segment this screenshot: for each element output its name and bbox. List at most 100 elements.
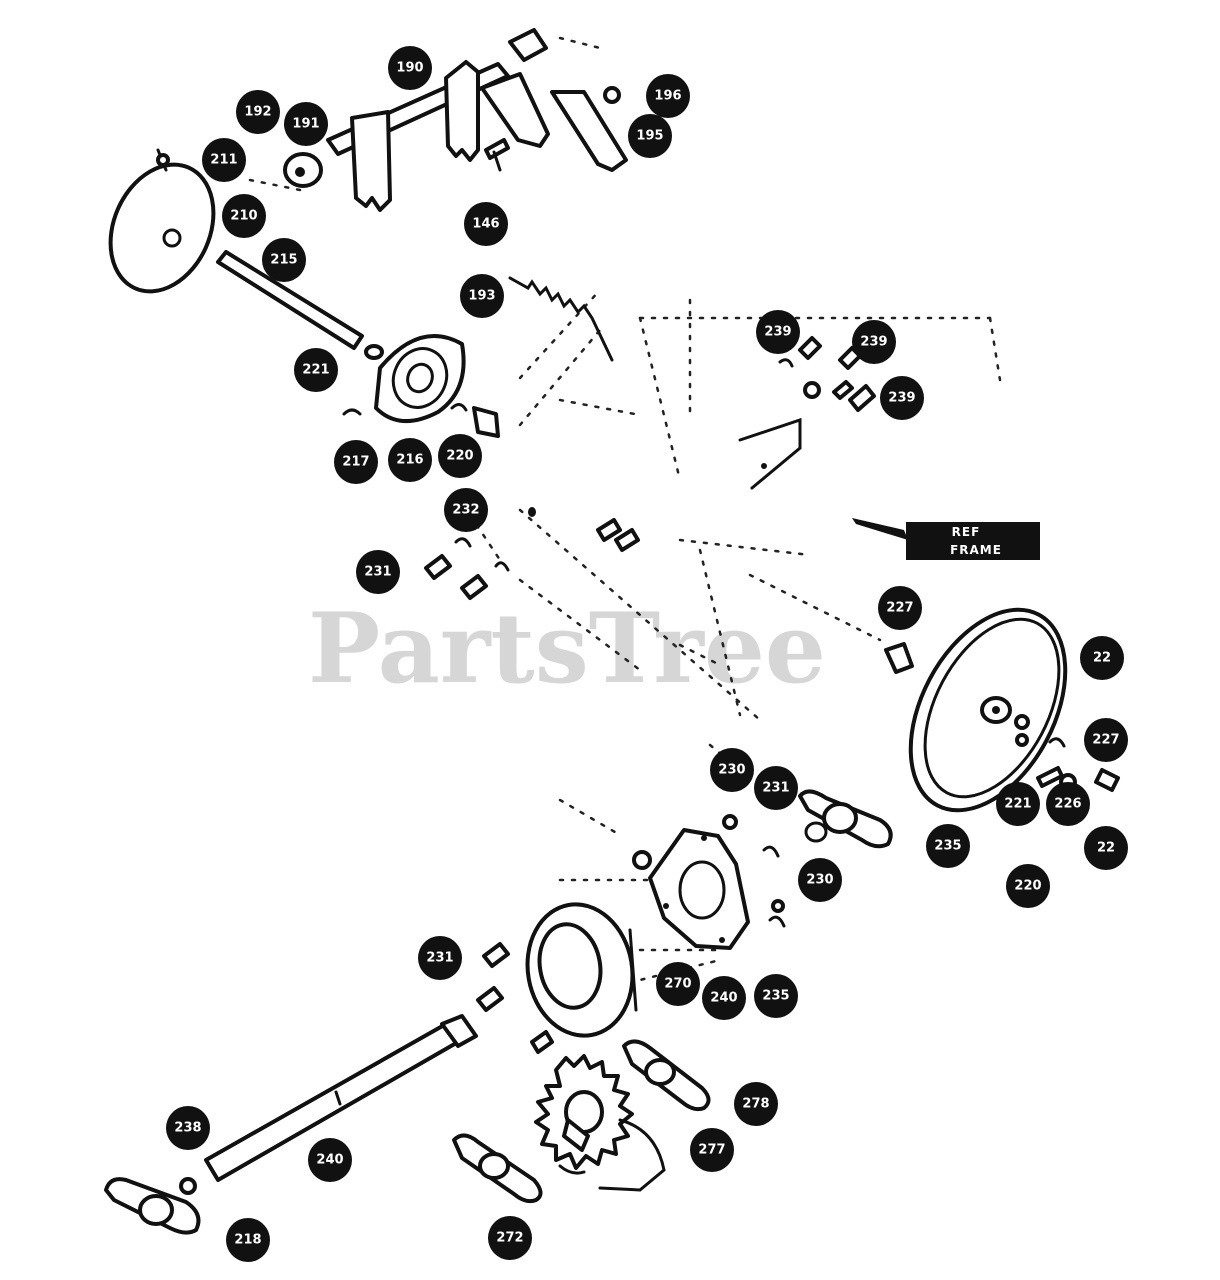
callout-c218: 218 [226,1218,270,1262]
callout-label: 277 [698,1143,725,1158]
callout-c211: 211 [202,138,246,182]
callout-label: 230 [806,873,833,888]
callout-label: 240 [710,991,737,1006]
callout-c190: 190 [388,46,432,90]
callout-circle [1084,826,1128,870]
callout-circle [418,936,462,980]
callout-circle [1084,718,1128,762]
callout-label: 270 [664,977,691,992]
bearing-flange-left [104,1177,201,1235]
ref-frame-pointer: REF FRAME [852,518,1040,560]
callout-circle [702,976,746,1020]
callout-label: 220 [1014,879,1041,894]
callout-c215: 215 [262,238,306,282]
callout-label: 220 [446,449,473,464]
callout-c240a: 240 [702,976,746,1020]
callout-circle [388,46,432,90]
callout-label: 227 [1092,733,1119,748]
axle-shaft [204,1014,478,1182]
callout-label: 221 [302,363,329,378]
callout-c231b: 231 [754,766,798,810]
callout-c277: 277 [690,1128,734,1172]
callout-label: 211 [210,153,237,168]
bushing-227 [884,642,914,674]
callout-layer: 190 192 191 211 210 196 195 146 215 193 221 217 216 2… [166,46,1128,1262]
callout-label: 196 [654,89,681,104]
callout-label: 231 [762,781,789,796]
callout-c278: 278 [734,1082,778,1126]
watermark-text: PartsTree [308,592,826,705]
callout-circle [202,138,246,182]
callout-label: 191 [292,117,319,132]
callout-circle [1080,636,1124,680]
callout-c227b: 227 [1084,718,1128,762]
bolt-set-upper-right [778,336,876,412]
callout-label: 193 [468,289,495,304]
callout-c235b: 235 [754,974,798,1018]
callout-circle [710,748,754,792]
callout-circle [356,550,400,594]
callout-c191: 191 [284,102,328,146]
callout-circle [852,320,896,364]
callout-circle [222,194,266,238]
callout-label: 235 [934,839,961,854]
callout-label: 217 [342,455,369,470]
callout-c22a: 22 [1080,636,1124,680]
callout-circle [388,438,432,482]
callout-c221: 221 [294,348,338,392]
callout-label: 239 [860,335,887,350]
callout-circle [754,766,798,810]
callout-circle [734,1082,778,1126]
callout-label: 231 [364,565,391,580]
callout-circle [308,1138,352,1182]
callout-c210: 210 [222,194,266,238]
bushing-191 [283,152,323,188]
callout-c230: 230 [710,748,754,792]
callout-circle [756,310,800,354]
callout-c146: 146 [464,202,508,246]
callout-label: 235 [762,989,789,1004]
callout-circle [628,114,672,158]
callout-label: 210 [230,209,257,224]
callout-c239a: 239 [756,310,800,354]
frame-bracket [738,417,802,490]
callout-label: 215 [270,253,297,268]
ref-frame-line1: REF [952,525,981,539]
callout-label: 227 [886,601,913,616]
callout-label: 231 [426,951,453,966]
callout-label: 195 [636,129,663,144]
callout-label: 192 [244,105,271,120]
callout-label: 226 [1054,797,1081,812]
callout-c195: 195 [628,114,672,158]
callout-c238: 238 [166,1106,210,1150]
callout-circle [926,824,970,868]
callout-label: 190 [396,61,423,76]
callout-label: 218 [234,1233,261,1248]
bolt-set-drum [476,942,554,1054]
clutch-plate-216 [342,334,500,438]
callout-circle [878,586,922,630]
callout-c239b: 239 [852,320,896,364]
callout-circle [1006,864,1050,908]
callout-c232: 232 [444,488,488,532]
callout-circle [656,962,700,1006]
ref-frame-label-box [906,522,1040,560]
callout-c226: 226 [1046,782,1090,826]
callout-label: 216 [396,453,423,468]
bearing-flange-lower [622,1039,711,1112]
callout-circle [488,1216,532,1260]
callout-circle [798,858,842,902]
callout-c227a: 227 [878,586,922,630]
drive-pulley [908,607,1068,813]
alignment-lines [248,36,1002,1002]
callout-c239c: 239 [880,376,924,420]
bolt-set-mid-left [424,507,640,600]
callout-circle [284,102,328,146]
callout-label: 22 [1097,841,1115,856]
transmission-housing [632,814,786,950]
callout-c216: 216 [388,438,432,482]
callout-c22b: 22 [1084,826,1128,870]
callout-c270: 270 [656,962,700,1006]
callout-label: 239 [764,325,791,340]
